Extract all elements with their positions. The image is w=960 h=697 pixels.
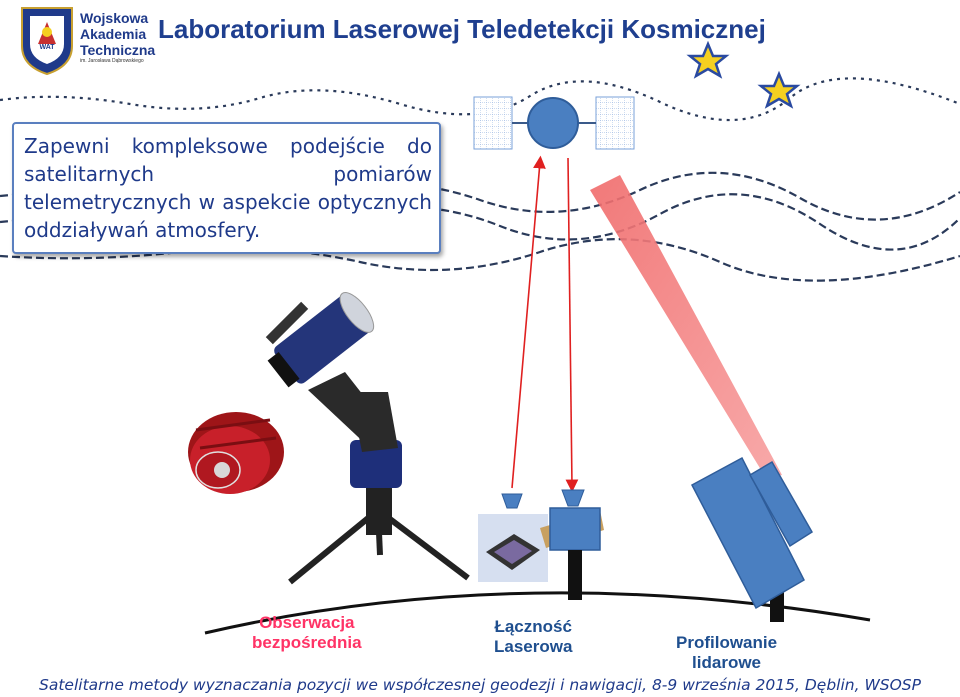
- camera-icon: [188, 412, 284, 494]
- logo-name-line: Techniczna: [80, 42, 156, 58]
- label-laser-communication: Łączność Laserowa: [494, 617, 572, 657]
- intro-text: Zapewni kompleksowe podejście do satelit…: [24, 134, 432, 242]
- label-line: Łączność: [494, 617, 572, 636]
- star-icon: [686, 40, 730, 79]
- logo-badge: WAT: [39, 44, 55, 51]
- label-line: lidarowe: [692, 653, 762, 672]
- intro-box: Zapewni kompleksowe podejście do satelit…: [12, 122, 441, 254]
- laser-downlink-arrow: [565, 157, 579, 493]
- logo-name-line: Akademia: [80, 26, 147, 42]
- label-line: Profilowanie: [676, 633, 778, 652]
- label-lidar-profiling: Profilowanie lidarowe: [676, 633, 777, 673]
- university-crest-icon: [21, 7, 73, 76]
- lidar-icon: [690, 456, 814, 622]
- satellite-icon: [473, 96, 635, 150]
- label-line: bezpośrednia: [252, 633, 362, 652]
- page-title: Laboratorium Laserowej Teledetekcji Kosm…: [158, 14, 766, 44]
- logo-name-line: Wojskowa: [80, 10, 149, 26]
- logo-subtitle: im. Jarosława Dąbrowskiego: [80, 58, 144, 64]
- footer-caption: Satelitarne metody wyznaczania pozycji w…: [39, 676, 921, 694]
- laser-station-icon: [501, 489, 601, 600]
- label-line: Laserowa: [494, 637, 573, 656]
- label-line: Obserwacja: [259, 613, 355, 632]
- sensor-chip-icon: [478, 510, 604, 582]
- lidar-beam: [590, 175, 782, 478]
- label-observation: Obserwacja bezpośrednia: [252, 613, 362, 653]
- telescope-icon: [265, 292, 470, 585]
- laser-uplink-arrow: [511, 155, 546, 489]
- logo-wordmark: Wojskowa Akademia Techniczna: [80, 10, 155, 58]
- star-icon: [757, 70, 801, 109]
